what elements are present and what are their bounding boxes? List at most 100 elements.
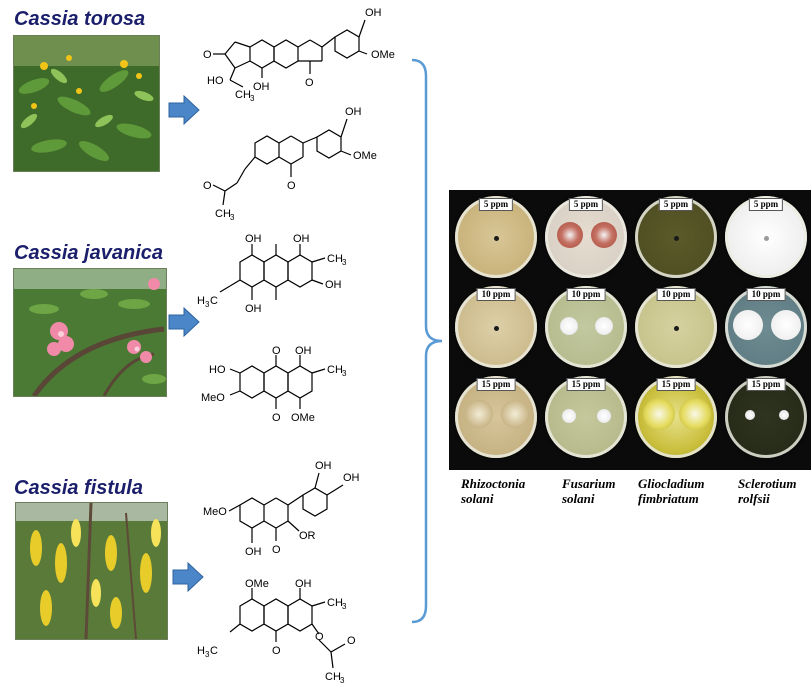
concentration-label: 15 ppm <box>566 378 606 391</box>
fungal-colony <box>597 409 611 423</box>
svg-text:H: H <box>197 295 205 307</box>
well <box>494 326 499 331</box>
fungal-colony <box>591 222 617 248</box>
fungus-label-line: Fusarium <box>562 476 616 491</box>
svg-text:OH: OH <box>295 345 312 357</box>
svg-text:O: O <box>272 412 281 424</box>
svg-text:O: O <box>203 49 212 61</box>
svg-text:OH: OH <box>245 546 262 558</box>
svg-text:OH: OH <box>293 233 310 245</box>
fungus-label-line: Gliocladium <box>638 476 705 491</box>
svg-text:CH: CH <box>327 253 343 265</box>
chemical-structure-1: OH OMe O HO CH 3 OH O <box>203 7 395 103</box>
well <box>494 236 499 241</box>
chemical-structure-3: OH OH CH 3 H 3 C OH OH <box>197 233 347 315</box>
petri-dish: 5 ppm <box>635 196 717 278</box>
fungal-colony <box>733 310 763 340</box>
well <box>674 236 679 241</box>
svg-text:C: C <box>210 295 218 307</box>
concentration-label: 5 ppm <box>658 198 694 211</box>
petri-dish: 15 ppm <box>635 376 717 458</box>
petri-dish: 5 ppm <box>545 196 627 278</box>
petri-dish: 10 ppm <box>635 286 717 368</box>
svg-text:3: 3 <box>342 602 347 611</box>
svg-text:3: 3 <box>205 650 210 659</box>
fungus-label-line: solani <box>461 491 494 506</box>
well <box>674 326 679 331</box>
petri-dish: 10 ppm <box>545 286 627 368</box>
arrow-right-icon <box>172 562 204 592</box>
fungus-label-line: Rhizoctonia <box>461 476 526 491</box>
svg-text:HO: HO <box>207 75 224 87</box>
svg-text:OH: OH <box>295 578 312 590</box>
fungal-colony <box>771 310 801 340</box>
chemical-structure-4: O OH CH 3 HO MeO O OMe <box>201 345 347 424</box>
svg-text:H: H <box>197 645 205 657</box>
petri-dish: 10 ppm <box>725 286 807 368</box>
svg-text:CH: CH <box>327 597 343 609</box>
svg-text:OH: OH <box>365 7 382 19</box>
svg-text:OMe: OMe <box>353 150 377 162</box>
svg-text:O: O <box>272 544 281 556</box>
svg-text:OMe: OMe <box>245 578 269 590</box>
svg-text:CH: CH <box>235 89 251 101</box>
photo-cassia-torosa <box>13 35 160 172</box>
svg-text:3: 3 <box>340 676 345 685</box>
svg-text:OH: OH <box>245 303 262 315</box>
svg-text:3: 3 <box>342 258 347 267</box>
well <box>764 236 769 241</box>
grouping-brace <box>411 58 443 624</box>
concentration-label: 15 ppm <box>656 378 696 391</box>
fungal-colony <box>779 410 789 420</box>
svg-text:O: O <box>315 631 324 643</box>
svg-text:OR: OR <box>299 530 316 542</box>
petri-dish: 15 ppm <box>455 376 537 458</box>
svg-text:O: O <box>347 635 356 647</box>
concentration-label: 10 ppm <box>476 288 516 301</box>
species-title-fistula: Cassia fistula <box>14 477 143 499</box>
concentration-label: 5 ppm <box>568 198 604 211</box>
svg-text:3: 3 <box>230 213 235 222</box>
fungal-colony <box>595 317 613 335</box>
svg-text:C: C <box>210 645 218 657</box>
svg-text:3: 3 <box>342 369 347 378</box>
fungus-label-line: solani <box>562 491 595 506</box>
fungus-label-gliocladium: Gliocladium fimbriatum <box>638 476 728 506</box>
concentration-label: 10 ppm <box>656 288 696 301</box>
petri-dish: 15 ppm <box>725 376 807 458</box>
svg-text:OMe: OMe <box>291 412 315 424</box>
svg-text:CH: CH <box>215 208 231 220</box>
svg-text:O: O <box>272 345 281 357</box>
photo-cassia-fistula <box>15 502 168 640</box>
svg-text:MeO: MeO <box>201 392 225 404</box>
svg-text:MeO: MeO <box>203 506 227 518</box>
petri-dish: 5 ppm <box>725 196 807 278</box>
fungus-label-fusarium: Fusarium solani <box>562 476 652 506</box>
photo-cassia-javanica <box>13 268 167 397</box>
chemical-structure-5: OH OH MeO OR OH O <box>203 460 360 558</box>
svg-text:O: O <box>272 645 281 657</box>
svg-text:O: O <box>203 180 212 192</box>
fungus-label-sclerotium: Sclerotium rolfsii <box>738 476 812 506</box>
svg-text:OMe: OMe <box>371 49 395 61</box>
svg-text:HO: HO <box>209 364 226 376</box>
concentration-label: 5 ppm <box>478 198 514 211</box>
concentration-label: 10 ppm <box>566 288 606 301</box>
fungal-colony <box>557 222 583 248</box>
concentration-label: 5 ppm <box>748 198 784 211</box>
concentration-label: 15 ppm <box>746 378 786 391</box>
svg-text:OH: OH <box>253 81 270 93</box>
chemical-structure-6: OMe OH CH 3 H 3 C O O O CH 3 <box>197 578 356 685</box>
fungus-label-line: fimbriatum <box>638 491 699 506</box>
fungus-label-line: Sclerotium <box>738 476 797 491</box>
petri-dish: 5 ppm <box>455 196 537 278</box>
svg-text:O: O <box>305 77 314 89</box>
svg-text:OH: OH <box>343 472 360 484</box>
svg-text:CH: CH <box>325 671 341 683</box>
fungal-colony <box>643 398 675 430</box>
species-title-javanica: Cassia javanica <box>14 242 163 264</box>
concentration-label: 10 ppm <box>746 288 786 301</box>
svg-text:3: 3 <box>205 300 210 309</box>
fungal-colony <box>745 410 755 420</box>
chemical-structure-2: OH OMe O O CH 3 <box>203 106 377 222</box>
